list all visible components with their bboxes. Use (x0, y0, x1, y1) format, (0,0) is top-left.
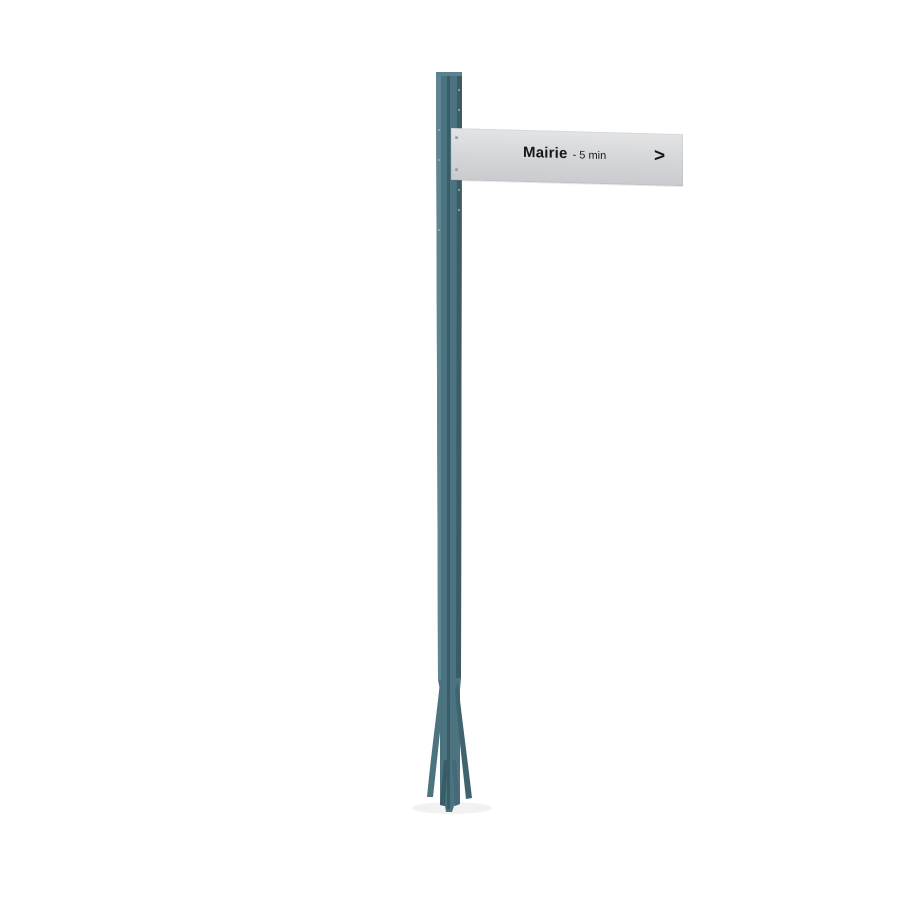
sign-rivet (455, 168, 458, 172)
signpost-base-fins (427, 682, 472, 806)
chevron-right-icon: > (654, 145, 666, 167)
sign-text: Mairie - 5 min (523, 144, 606, 164)
sign-time: - 5 min (572, 149, 607, 163)
signpost-pole (436, 72, 462, 812)
sign-destination: Mairie (523, 143, 568, 163)
sign-rivet (455, 136, 458, 140)
direction-sign: Mairie - 5 min > (451, 128, 683, 187)
post-rivets (437, 88, 461, 232)
